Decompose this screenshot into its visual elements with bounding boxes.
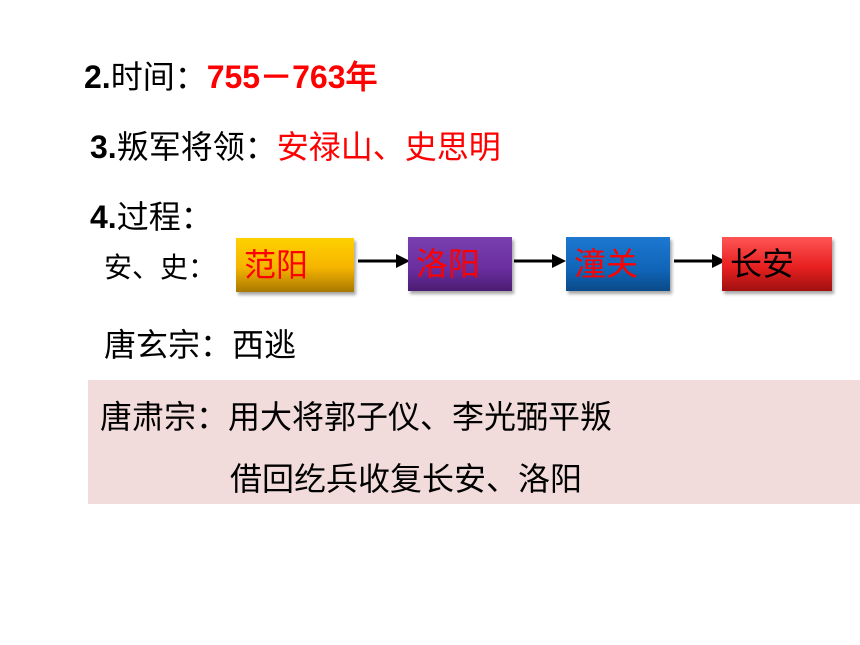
point-number: 4. (90, 199, 117, 235)
suzong-line-2: 借回纥兵收复长安、洛阳 (230, 460, 583, 498)
flow-label: 安、史： (104, 251, 217, 284)
flow-step-changan: 长安 (722, 237, 832, 291)
flow-step-fanyang: 范阳 (236, 238, 354, 292)
point-label: 时间： (110, 58, 207, 96)
suzong-highlight-box (88, 380, 860, 504)
flow-step-tongguan: 潼关 (566, 237, 670, 291)
flow-step-luoyang: 洛阳 (408, 237, 512, 291)
arrow-right-icon (358, 254, 410, 268)
arrow-right-icon (674, 254, 726, 268)
rebel-leaders-value: 安禄山、史思明 (276, 128, 501, 166)
point-label: 叛军将领： (116, 128, 277, 166)
arrow-right-icon (514, 254, 566, 268)
xuanzong-line: 唐玄宗：西逃 (104, 326, 297, 364)
point-rebel-leaders: 3.叛军将领：安禄山、史思明 (90, 122, 501, 168)
point-process: 4.过程： (90, 192, 213, 238)
time-value: 755－763年 (206, 59, 378, 95)
point-label: 过程： (116, 198, 213, 236)
point-number: 2. (84, 59, 111, 95)
point-number: 3. (90, 129, 117, 165)
point-time: 2.时间：755－763年 (84, 52, 378, 98)
suzong-line-1: 唐肃宗：用大将郭子仪、李光弼平叛 (100, 398, 613, 436)
